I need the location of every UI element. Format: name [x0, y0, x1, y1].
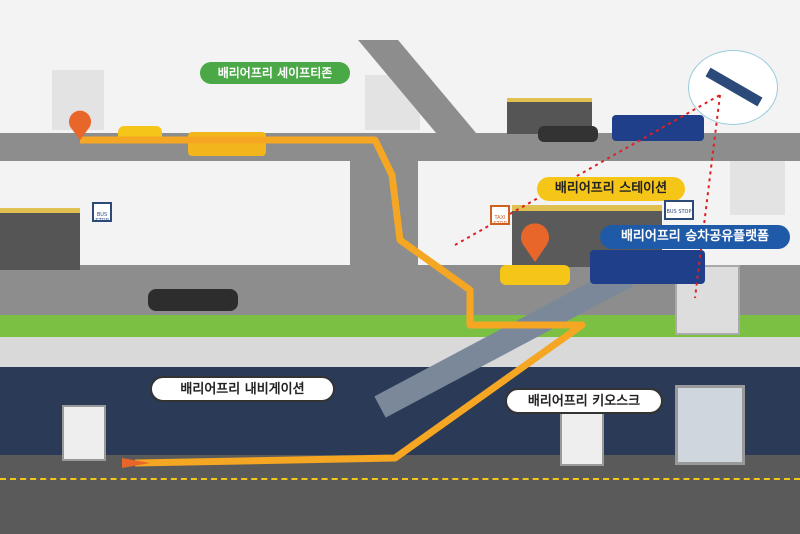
school-bus — [188, 132, 266, 156]
label-kiosk: 배리어프리 키오스크 — [505, 388, 663, 414]
subway-floor — [0, 455, 800, 534]
label-ride-share-platform: 배리어프리 승차공유플랫폼 — [600, 225, 790, 249]
label-safety-zone: 배리어프리 세이프티존 — [200, 62, 350, 84]
subway-elevator — [675, 385, 745, 465]
black-car-top — [538, 126, 598, 142]
grass-strip — [0, 315, 800, 337]
kiosk-left — [62, 405, 106, 461]
vertical-road — [350, 160, 418, 270]
barrier-free-route — [80, 136, 586, 467]
kiosk-right — [560, 410, 604, 466]
blue-bus-top — [612, 115, 704, 141]
start-arrow-icon — [122, 458, 150, 468]
label-station: 배리어프리 스테이션 — [537, 177, 685, 201]
blue-bus-station — [590, 250, 705, 284]
location-pin-station-icon — [521, 223, 549, 262]
black-car-lower — [148, 289, 238, 311]
taxi-stop-sign: TAXI STOP — [490, 205, 510, 227]
bus-stop-sign-left: BUS STOP — [92, 202, 112, 224]
taxi-station — [500, 265, 570, 285]
signal-link-elevator — [694, 94, 721, 299]
bus-shelter-left — [0, 208, 80, 270]
bus-stop-sign-station: BUS STOP — [664, 200, 694, 220]
label-navigation: 배리어프리 내비게이션 — [150, 376, 335, 402]
concourse-ceiling — [0, 337, 800, 367]
platform-edge-line — [0, 478, 800, 480]
location-pin-icon — [68, 110, 91, 140]
